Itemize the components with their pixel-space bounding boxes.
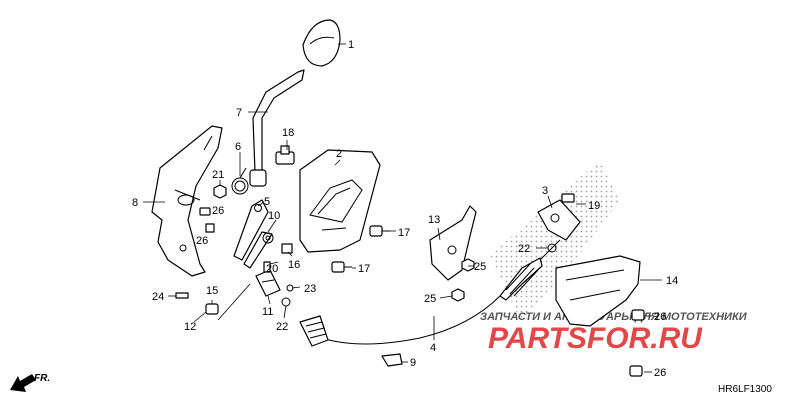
diagram-code: HR6LF1300 <box>718 384 772 395</box>
watermark: ЗАПЧАСТИ И АКСЕССУАРЫ ДЛЯ МОТОТЕХНИКИ PA… <box>480 311 748 355</box>
callout-2: 2 <box>336 148 342 160</box>
callout-1: 1 <box>348 39 354 51</box>
part-link-arms <box>233 199 274 269</box>
callout-26d: 26 <box>654 367 666 379</box>
part-gate-console <box>299 149 381 253</box>
callout-25b: 25 <box>424 293 436 305</box>
callout-22a: 22 <box>518 243 530 255</box>
callout-25a: 25 <box>474 261 486 273</box>
callout-10: 10 <box>268 210 280 222</box>
part-bracket <box>151 125 223 277</box>
part-cover <box>555 255 641 327</box>
callout-9: 9 <box>410 357 416 369</box>
callout-6: 6 <box>235 141 241 153</box>
callout-7: 7 <box>236 107 242 119</box>
callout-3: 3 <box>542 185 548 197</box>
part-lever-bracket <box>429 205 477 281</box>
callout-23: 23 <box>304 283 316 295</box>
fasteners <box>175 184 645 377</box>
callout-17a: 17 <box>398 227 410 239</box>
callout-4: 4 <box>430 342 436 354</box>
callout-13: 13 <box>428 214 440 226</box>
callout-21: 21 <box>212 169 224 181</box>
callout-14: 14 <box>666 275 678 287</box>
callout-26b: 26 <box>196 235 208 247</box>
callout-8: 8 <box>132 197 138 209</box>
watermark-caption: ЗАПЧАСТИ И АКСЕССУАРЫ ДЛЯ МОТОТЕХНИКИ <box>480 311 748 323</box>
watermark-brand-b: FOR.RU <box>587 322 703 355</box>
callout-19: 19 <box>588 200 600 212</box>
callout-15: 15 <box>206 285 218 297</box>
leader-lines <box>143 43 662 373</box>
callout-12: 12 <box>184 321 196 333</box>
callout-26c: 26 <box>654 311 666 323</box>
callout-16: 16 <box>288 259 300 271</box>
part-cable-bracket <box>537 199 581 241</box>
part-shift-cable <box>299 239 561 347</box>
part-clip <box>381 353 403 367</box>
part-spring <box>231 167 249 195</box>
callout-20: 20 <box>266 263 278 275</box>
callout-18: 18 <box>282 127 294 139</box>
watermark-brand-a: PARTS <box>488 322 587 355</box>
direction-indicator: FR. <box>10 373 50 392</box>
callout-22b: 22 <box>276 321 288 333</box>
front-arrow-icon <box>10 374 36 392</box>
callout-26a: 26 <box>212 205 224 217</box>
part-shift-lever <box>252 69 305 173</box>
part-knob <box>302 19 341 67</box>
callouts: 1 2 3 4 5 6 7 8 9 10 11 12 13 14 15 16 1… <box>132 39 678 379</box>
callout-5: 5 <box>264 196 270 208</box>
callout-17b: 17 <box>358 263 370 275</box>
part-collar <box>249 145 295 187</box>
watermark-brand: PARTSFOR.RU <box>488 322 703 355</box>
callout-24: 24 <box>152 291 164 303</box>
callout-11: 11 <box>262 306 273 318</box>
direction-label: FR. <box>34 373 50 384</box>
